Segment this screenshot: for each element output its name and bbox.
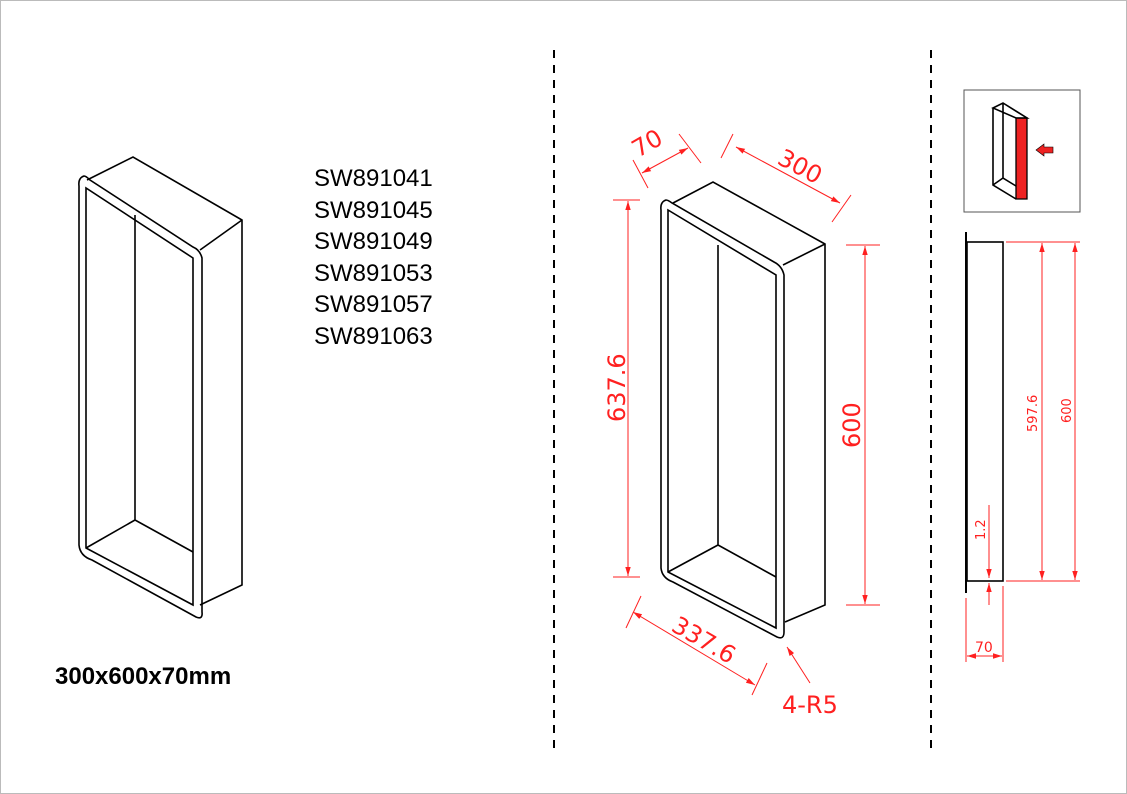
dim-radius: 4-R5 (782, 691, 838, 719)
dim-height: 600 (838, 402, 866, 448)
product-code: SW891053 (314, 259, 433, 287)
niche-isometric-left (78, 156, 243, 619)
product-code: SW891041 (314, 165, 433, 192)
view-indicator (963, 89, 1081, 213)
dim-thickness: 1.2 (974, 519, 989, 540)
dim-width: 300 (773, 144, 827, 190)
dim-side-depth: 70 (975, 640, 993, 656)
niche-isometric-middle (660, 181, 826, 639)
dim-side-height: 600 (1060, 398, 1075, 423)
product-code: SW891045 (314, 196, 433, 224)
dimensions-middle (613, 133, 880, 696)
dim-flange-width: 337.6 (667, 611, 741, 670)
dim-side-inner: 597.6 (1026, 395, 1041, 432)
product-code: SW891063 (314, 322, 433, 350)
side-view (965, 232, 1004, 593)
product-code-list: SW891041 SW891045 SW891049 SW891053 SW89… (314, 163, 433, 352)
dimensions-side (965, 241, 1080, 662)
dim-depth: 70 (627, 124, 667, 164)
size-label: 300x600x70mm (55, 663, 232, 690)
dim-flange-height: 637.6 (603, 353, 631, 422)
product-code: SW891057 (314, 291, 433, 318)
product-code: SW891049 (314, 228, 433, 255)
